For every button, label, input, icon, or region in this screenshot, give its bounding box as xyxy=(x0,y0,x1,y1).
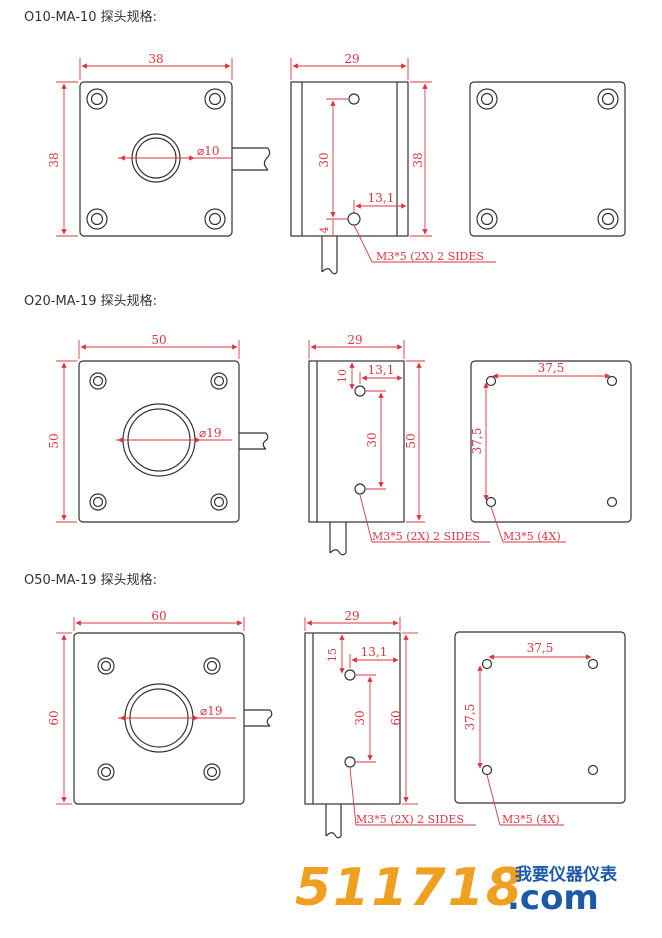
o50-side-width-label: 29 xyxy=(344,609,359,623)
o50-side-view: 29 60 15 30 13,1 M3*5 (2X) 2 SIDES xyxy=(304,609,476,839)
section-title-o10: O10-MA-10 探头规格: xyxy=(24,10,158,25)
o10-callout: M3*5 (2X) 2 SIDES xyxy=(376,250,484,263)
o20-hole-label: ⌀19 xyxy=(199,426,222,440)
o50-back-view: 37,5 37,5 M3*5 (4X) xyxy=(454,631,626,826)
o10-side-view: 29 38 30 4 13,1 M3*5 (2X) 2 SIDES xyxy=(290,52,496,275)
o20-side-view: 29 50 10 30 13,1 M3*5 (2X) 2 SIDES xyxy=(308,333,490,556)
o20-front-width-label: 50 xyxy=(151,333,166,347)
o10-back-view xyxy=(469,81,626,237)
o10-side-height-label: 38 xyxy=(411,152,425,167)
o10-depth-label: 13,1 xyxy=(368,191,395,205)
o20-back-h-label: 37,5 xyxy=(538,361,565,375)
o20-side-width-label: 29 xyxy=(347,333,362,347)
o20-hole-spacing-label: 30 xyxy=(365,432,379,447)
o10-hole-label: ⌀10 xyxy=(197,144,220,158)
o20-back-callout: M3*5 (4X) xyxy=(503,530,561,543)
o20-front-view: 50 50 ⌀19 xyxy=(47,333,269,523)
o50-front-view: 60 60 ⌀19 xyxy=(47,609,273,805)
o50-front-width-label: 60 xyxy=(151,609,166,623)
o50-back-callout: M3*5 (4X) xyxy=(502,813,560,826)
o50-back-v-label: 37,5 xyxy=(463,704,477,731)
watermark-com: .com xyxy=(507,878,599,918)
o10-side-width-label: 29 xyxy=(344,52,359,66)
o50-offset-label: 15 xyxy=(326,648,339,662)
o50-front-height-label: 60 xyxy=(47,710,61,725)
o50-callout: M3*5 (2X) 2 SIDES xyxy=(356,813,464,826)
o50-back-h-label: 37,5 xyxy=(527,641,554,655)
watermark-logo: 511718 我要仪器仪表 .com xyxy=(295,858,655,928)
section-title-o50: O50-MA-19 探头规格: xyxy=(24,573,158,588)
o20-front-height-label: 50 xyxy=(47,433,61,448)
o50-hole-spacing-label: 30 xyxy=(353,710,367,725)
o10-front-width-label: 38 xyxy=(148,52,163,66)
o20-depth-label: 13,1 xyxy=(368,363,395,377)
o20-back-v-label: 37,5 xyxy=(470,428,484,455)
o10-offset-label: 4 xyxy=(318,227,331,234)
o50-side-height-label: 60 xyxy=(389,710,403,725)
watermark-number: 511718 xyxy=(295,858,525,918)
o50-depth-label: 13,1 xyxy=(361,645,388,659)
watermark-cn-text: 我要仪器仪表 xyxy=(515,865,617,885)
o20-back-view: 37,5 37,5 M3*5 (4X) xyxy=(470,360,632,543)
section-title-o20: O20-MA-19 探头规格: xyxy=(24,294,158,309)
o20-callout: M3*5 (2X) 2 SIDES xyxy=(372,530,480,543)
o50-hole-label: ⌀19 xyxy=(200,704,223,718)
o10-front-height-label: 38 xyxy=(47,152,61,167)
o20-side-height-label: 50 xyxy=(404,433,418,448)
o10-hole-spacing-label: 30 xyxy=(317,152,331,167)
o10-front-view: 38 38 ⌀10 xyxy=(47,52,271,237)
o20-offset-label: 10 xyxy=(336,369,349,383)
